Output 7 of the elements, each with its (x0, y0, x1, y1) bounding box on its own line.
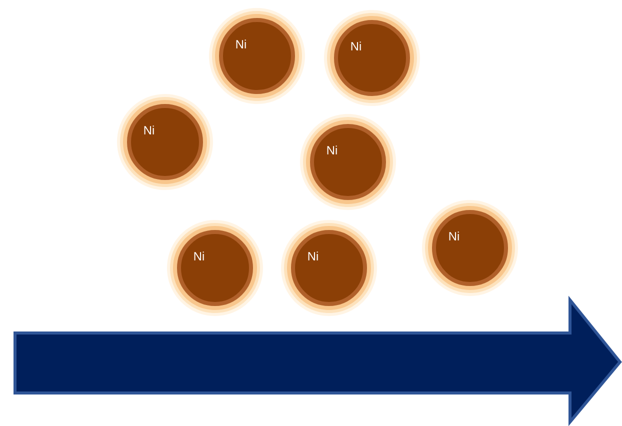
particle: Ni (281, 220, 377, 316)
particle: Ni (209, 8, 305, 104)
particle: Ni (324, 10, 420, 106)
particle: Ni (300, 114, 396, 210)
particle: Ni (422, 200, 518, 296)
particle: Ni (117, 94, 213, 190)
particle: Ni (167, 220, 263, 316)
